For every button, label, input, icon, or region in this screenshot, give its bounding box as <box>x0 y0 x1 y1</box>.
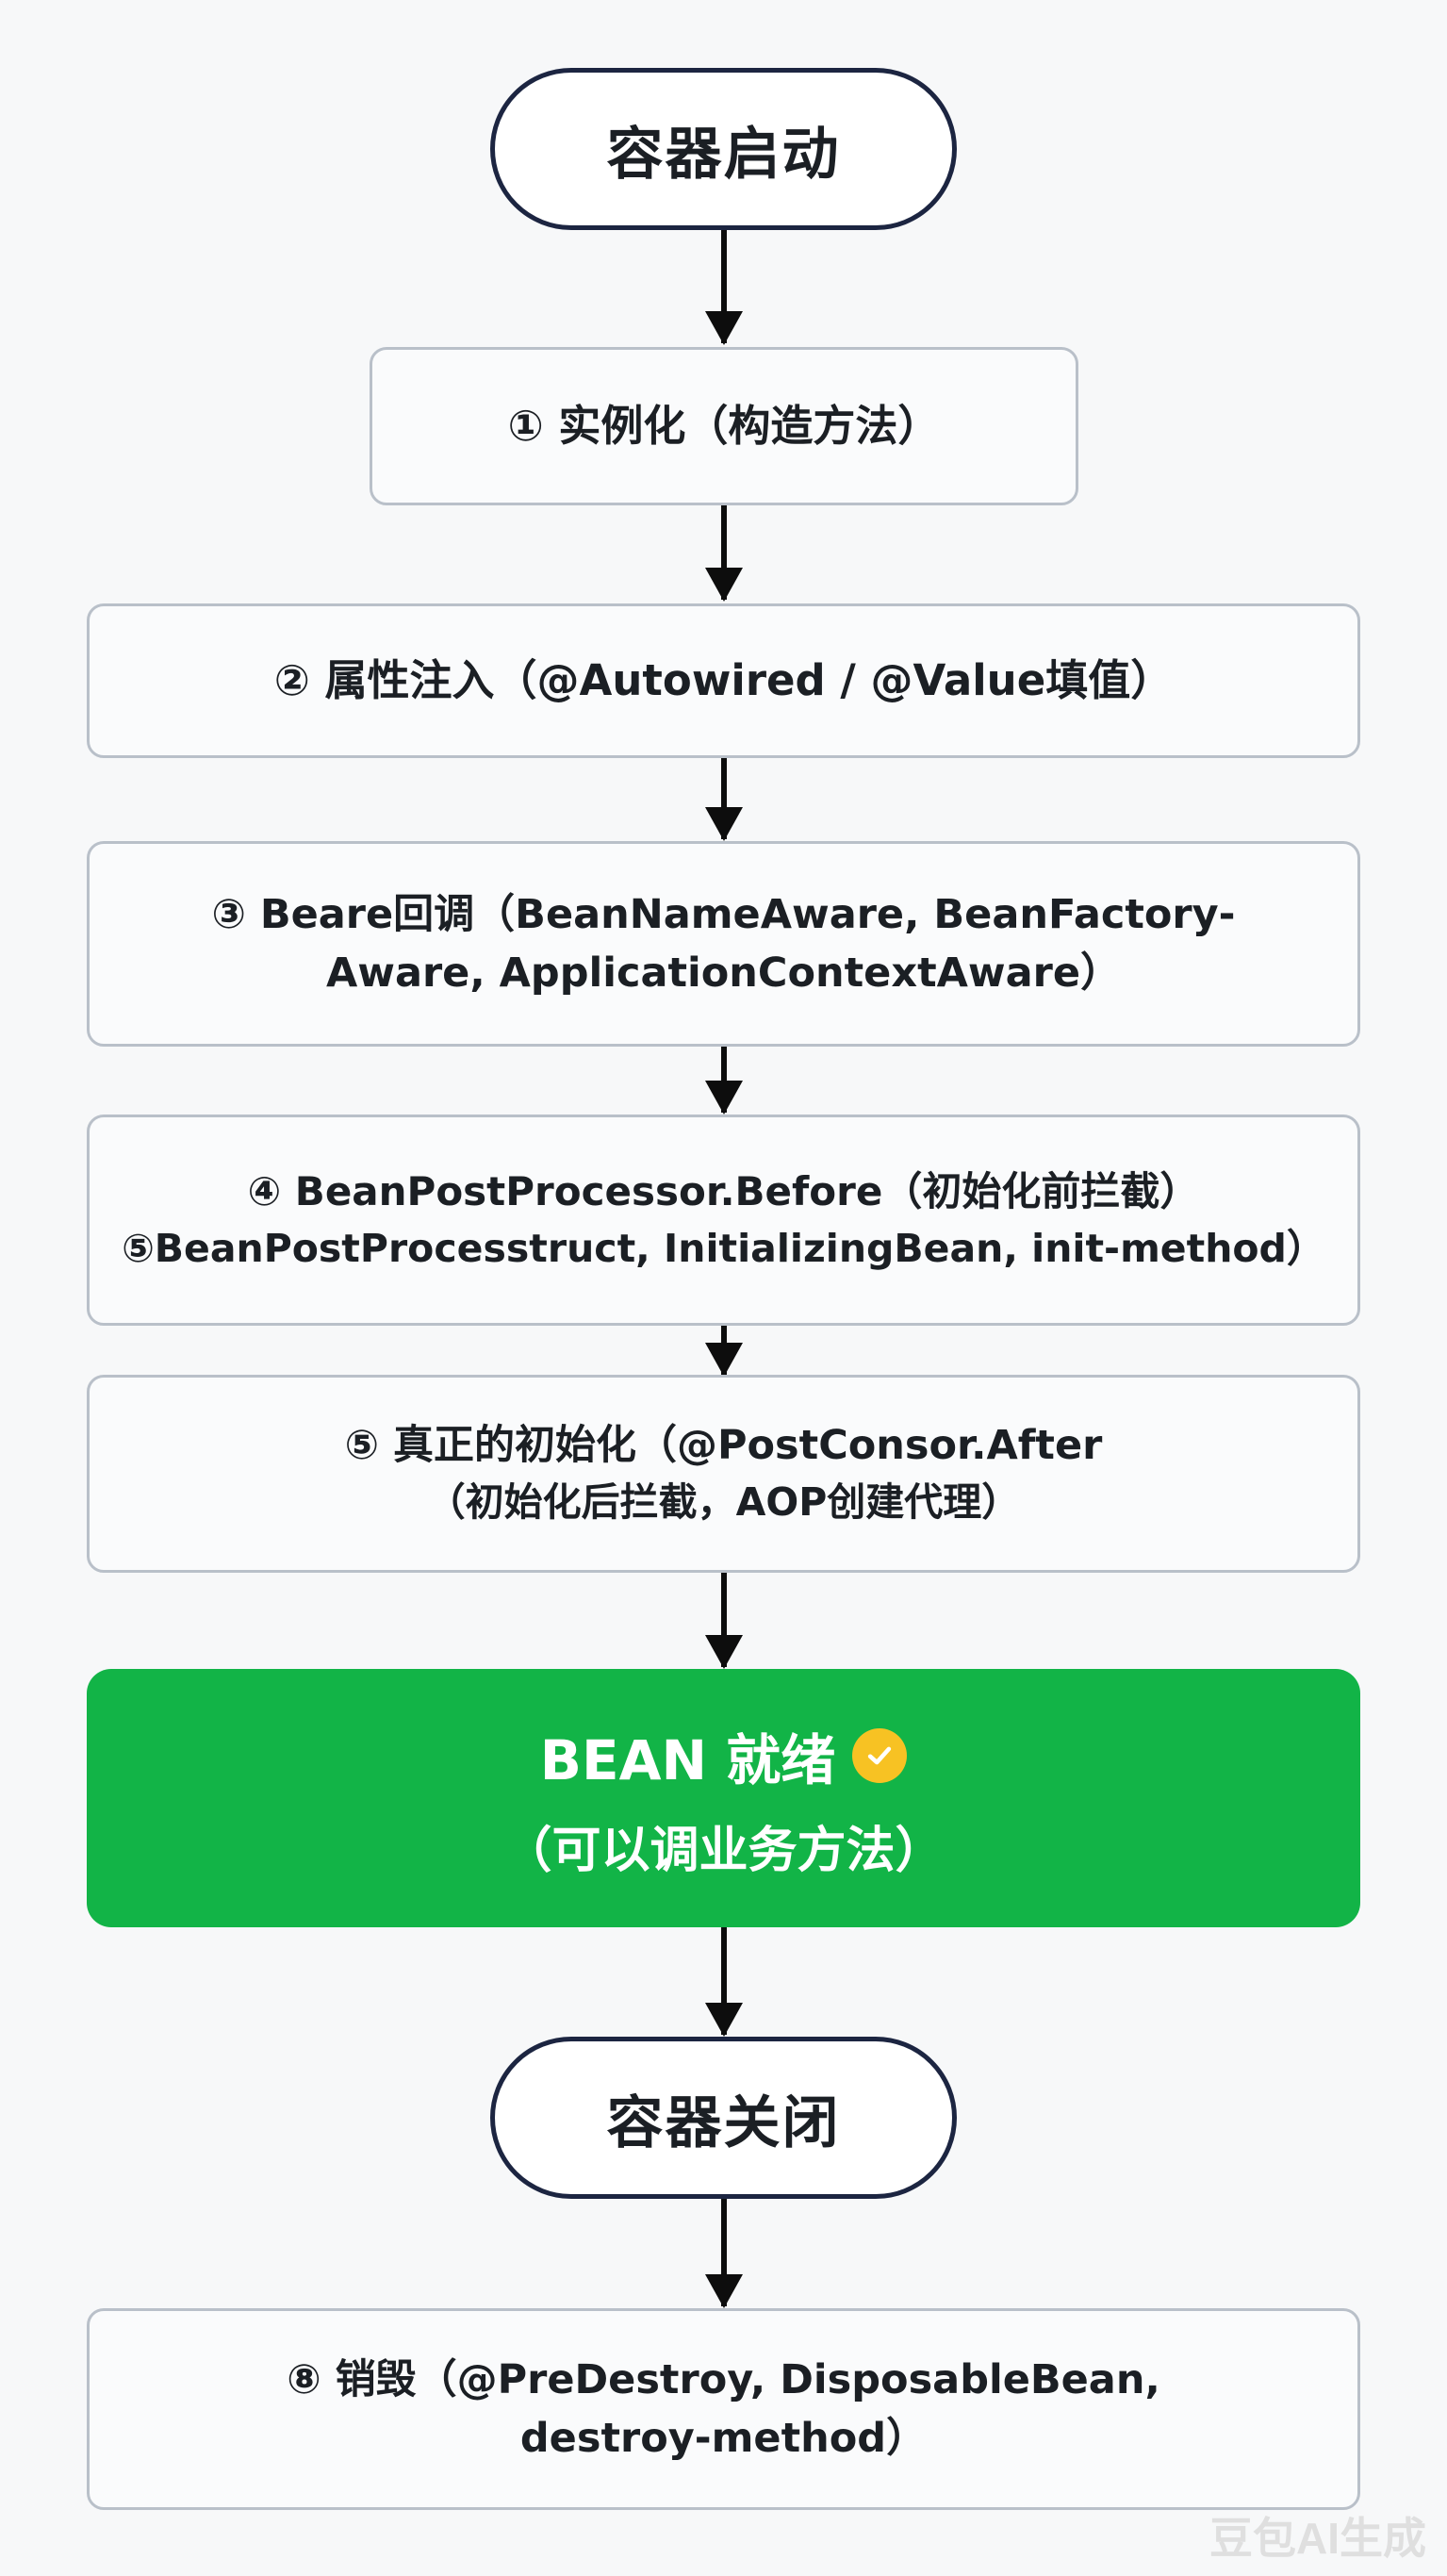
bean-ready-subtitle: （可以调业务方法） <box>502 1822 945 1879</box>
arrow-start-to-step1 <box>705 230 743 345</box>
arrow-step3-to-step4 <box>705 1047 743 1115</box>
step-property-injection-label: ② 属性注入（@Autowired / @Value填值） <box>273 655 1174 706</box>
step-real-initialization-line2: （初始化后拦截，AOP创建代理） <box>426 1479 1021 1526</box>
arrow-step1-to-step2 <box>705 505 743 602</box>
arrow-step5-to-ready <box>705 1573 743 1669</box>
step-property-injection: ② 属性注入（@Autowired / @Value填值） <box>87 603 1360 758</box>
arrow-step4-to-step5 <box>705 1326 743 1377</box>
bean-ready-title-text: BEAN 就绪 <box>539 1727 836 1792</box>
step-destroy-line1: ⑧ 销毁（@PreDestroy, DisposableBean, <box>287 2355 1160 2403</box>
container-start-label: 容器启动 <box>606 121 841 188</box>
step-real-initialization: ⑤ 真正的初始化（@PostConsor.After （初始化后拦截，AOP创建… <box>87 1375 1360 1573</box>
container-shutdown-node: 容器关闭 <box>490 2037 957 2199</box>
bean-ready-node: BEAN 就绪 （可以调业务方法） <box>87 1669 1360 1927</box>
step-post-processor-before: ④ BeanPostProcessor.Before（初始化前拦截） ⑤Bean… <box>87 1115 1360 1326</box>
step-instantiation-label: ① 实例化（构造方法） <box>507 401 941 452</box>
step-destroy: ⑧ 销毁（@PreDestroy, DisposableBean, destro… <box>87 2308 1360 2510</box>
container-start-node: 容器启动 <box>490 68 957 230</box>
step-aware-callbacks-line1: ③ Beare回调（BeanNameAware, BeanFactory- <box>211 890 1236 938</box>
arrow-step2-to-step3 <box>705 758 743 841</box>
watermark: 豆包AI生成 <box>1209 2514 1426 2563</box>
bean-ready-title: BEAN 就绪 <box>539 1716 908 1795</box>
check-circle-icon <box>852 1727 908 1783</box>
step-aware-callbacks-line2: Aware, ApplicationContextAware） <box>325 949 1122 997</box>
arrow-ready-to-shutdown <box>705 1927 743 2037</box>
step-destroy-line2: destroy-method） <box>519 2415 928 2462</box>
arrow-shutdown-to-destroy <box>705 2199 743 2308</box>
step-post-processor-before-line1: ④ BeanPostProcessor.Before（初始化前拦截） <box>247 1167 1200 1214</box>
step-aware-callbacks: ③ Beare回调（BeanNameAware, BeanFactory- Aw… <box>87 841 1360 1047</box>
step-real-initialization-line1: ⑤ 真正的初始化（@PostConsor.After <box>344 1422 1103 1470</box>
step-post-processor-before-line2: ⑤BeanPostProcesstruct, InitializingBean,… <box>122 1225 1325 1271</box>
step-instantiation: ① 实例化（构造方法） <box>370 347 1078 505</box>
container-shutdown-label: 容器关闭 <box>606 2089 841 2156</box>
